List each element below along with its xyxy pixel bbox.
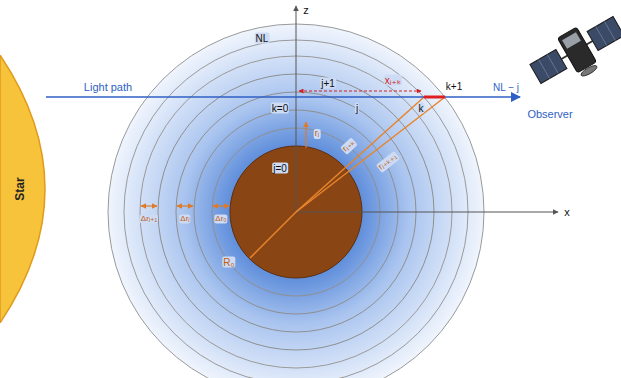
radius-label: rⱼ₊ₖ₊₁ [376,151,400,173]
light-path [46,96,520,98]
radius-line [250,212,296,258]
cell-index: k [418,103,425,114]
cell-index: k=0 [271,103,289,114]
path-segment [424,96,445,99]
distance-label: xⱼ₊ₖ [384,75,402,86]
dimension-arrow [141,205,157,206]
z-axis [296,6,297,212]
thickness-label: Δrⱼ₊₁ [140,215,158,224]
layer-count: NL [255,33,270,44]
star-body [0,55,45,323]
radius-arrow [305,122,306,148]
layer-index: j [355,103,359,114]
radius-label: rⱼ [314,129,321,139]
observer-label: Observer [527,108,572,120]
layer-index: j+1 [320,78,336,89]
x-axis [296,212,558,213]
dimension-arrow [213,205,229,206]
dimension-arrow [177,205,193,206]
thickness-label: Δrⱼ [179,215,190,224]
radius-line [296,97,445,212]
layer-index: j=0 [272,163,288,174]
star-shape: Star [0,55,46,323]
layer-count: NL − j [493,82,519,93]
star-label: Star [12,177,26,200]
radius-line [296,97,424,212]
cell-index: k+1 [446,81,462,92]
axis-label: z [303,4,309,16]
thickness-label: Δr₀ [214,215,227,224]
distance-arrow [299,91,421,92]
axis-label: x [564,206,570,218]
radius-label: rⱼ₊ₖ [340,137,358,155]
radius-label: R₀ [222,257,235,268]
path-label: Light path [84,81,132,93]
satellite [525,9,621,98]
